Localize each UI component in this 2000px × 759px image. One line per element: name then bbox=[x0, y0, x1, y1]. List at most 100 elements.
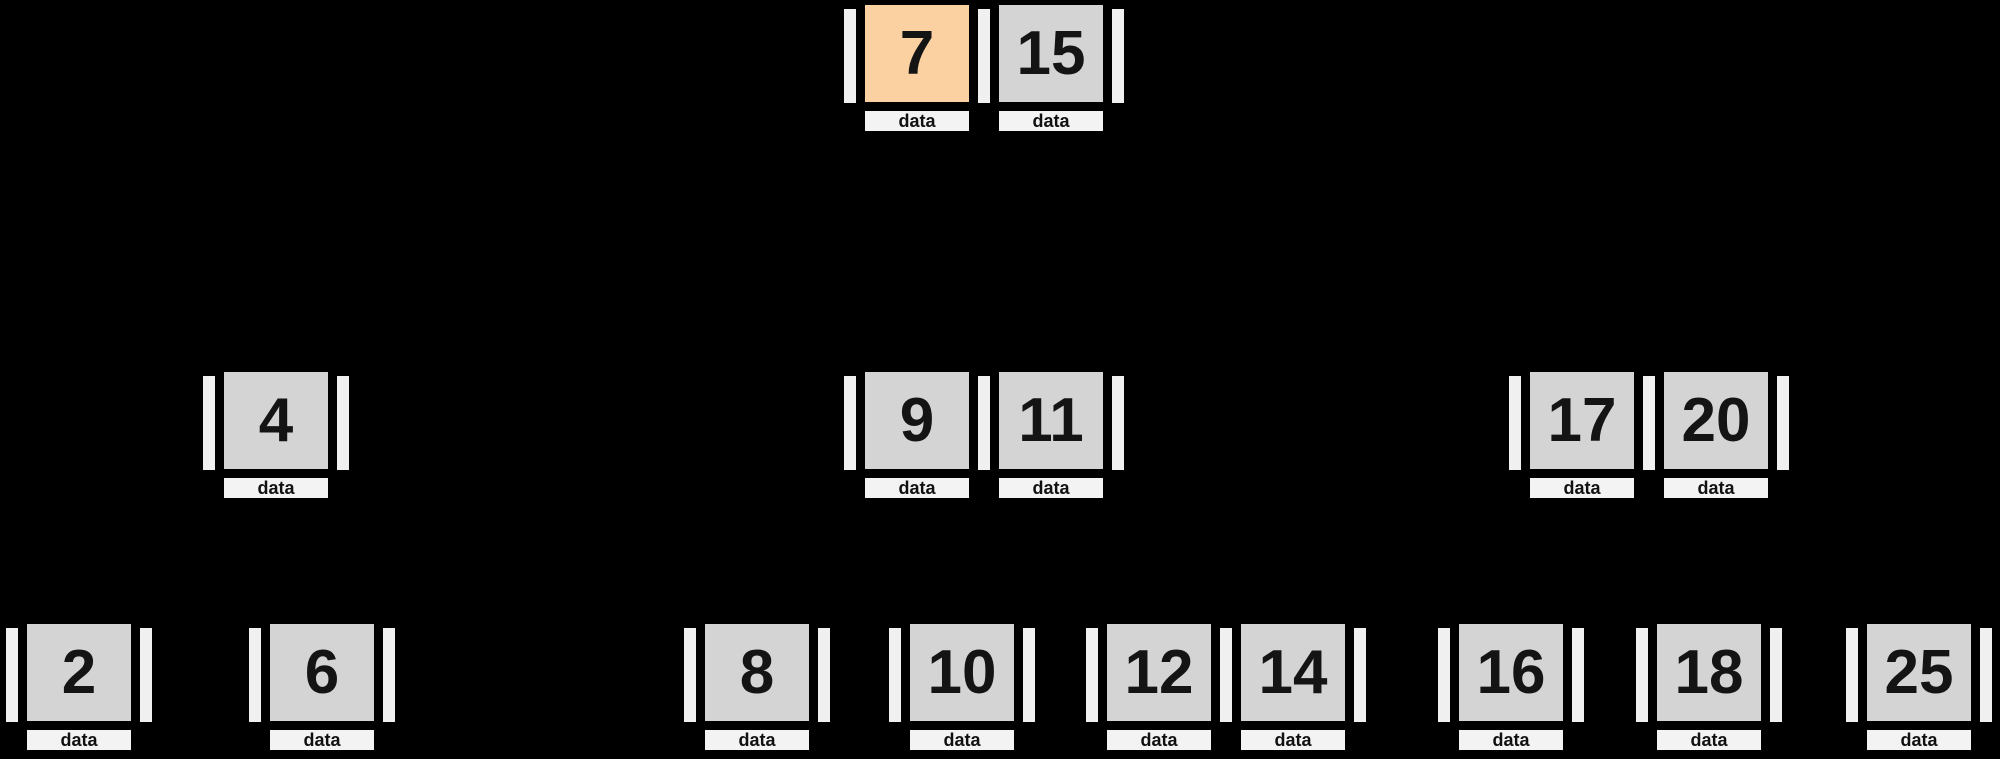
data-pointer-label: data bbox=[1662, 476, 1770, 500]
child-pointer-slot bbox=[843, 8, 857, 104]
data-pointer-label: data bbox=[908, 728, 1016, 752]
key-row: 7 15 bbox=[843, 3, 1125, 104]
spacer bbox=[1845, 728, 1859, 729]
spacer bbox=[1353, 728, 1367, 729]
child-pointer-slot bbox=[1776, 375, 1790, 471]
data-pointer-label: data bbox=[1655, 728, 1763, 752]
child-pointer-slot bbox=[1845, 627, 1859, 723]
child-pointer-slot bbox=[1022, 627, 1036, 723]
data-pointer-label: data bbox=[1239, 728, 1347, 752]
key-row: 12 14 bbox=[1085, 622, 1367, 723]
spacer bbox=[843, 109, 857, 110]
key-cell-18: 18 bbox=[1655, 622, 1763, 723]
data-row: data bbox=[683, 728, 831, 752]
btree-node-18: 18 data bbox=[1635, 622, 1783, 752]
spacer bbox=[1022, 728, 1036, 729]
btree-node-6: 6 data bbox=[248, 622, 396, 752]
key-cell-20: 20 bbox=[1662, 370, 1770, 471]
child-pointer-slot bbox=[1111, 375, 1125, 471]
spacer bbox=[1769, 728, 1783, 729]
data-pointer-label: data bbox=[997, 109, 1105, 133]
child-pointer-slot bbox=[1571, 627, 1585, 723]
child-pointer-slot bbox=[1085, 627, 1099, 723]
child-pointer-slot bbox=[382, 627, 396, 723]
spacer bbox=[977, 109, 991, 110]
key-row: 16 bbox=[1437, 622, 1585, 723]
key-row: 25 bbox=[1845, 622, 1993, 723]
child-pointer-slot bbox=[843, 375, 857, 471]
spacer bbox=[1437, 728, 1451, 729]
btree-node-8: 8 data bbox=[683, 622, 831, 752]
key-row: 9 11 bbox=[843, 370, 1125, 471]
child-pointer-slot bbox=[977, 375, 991, 471]
child-pointer-slot bbox=[1635, 627, 1649, 723]
spacer bbox=[977, 476, 991, 477]
data-pointer-label: data bbox=[268, 728, 376, 752]
child-pointer-slot bbox=[1769, 627, 1783, 723]
child-pointer-slot bbox=[202, 375, 216, 471]
spacer bbox=[382, 728, 396, 729]
key-cell-25: 25 bbox=[1865, 622, 1973, 723]
spacer bbox=[683, 728, 697, 729]
key-row: 2 bbox=[5, 622, 153, 723]
child-pointer-slot bbox=[977, 8, 991, 104]
key-cell-9: 9 bbox=[863, 370, 971, 471]
btree-node-10: 10 data bbox=[888, 622, 1036, 752]
key-row: 4 bbox=[202, 370, 350, 471]
spacer bbox=[248, 728, 262, 729]
key-row: 8 bbox=[683, 622, 831, 723]
data-pointer-label: data bbox=[703, 728, 811, 752]
key-cell-7: 7 bbox=[863, 3, 971, 104]
spacer bbox=[1776, 476, 1790, 477]
key-cell-10: 10 bbox=[908, 622, 1016, 723]
key-cell-12: 12 bbox=[1105, 622, 1213, 723]
child-pointer-slot bbox=[139, 627, 153, 723]
spacer bbox=[1979, 728, 1993, 729]
key-cell-14: 14 bbox=[1239, 622, 1347, 723]
data-row: data bbox=[888, 728, 1036, 752]
key-cell-15: 15 bbox=[997, 3, 1105, 104]
key-cell-8: 8 bbox=[703, 622, 811, 723]
data-pointer-label: data bbox=[1457, 728, 1565, 752]
spacer bbox=[843, 476, 857, 477]
child-pointer-slot bbox=[248, 627, 262, 723]
btree-node-12-14: 12 14 data data bbox=[1085, 622, 1367, 752]
btree-node-16: 16 data bbox=[1437, 622, 1585, 752]
key-cell-2: 2 bbox=[25, 622, 133, 723]
spacer bbox=[817, 728, 831, 729]
child-pointer-slot bbox=[1353, 627, 1367, 723]
child-pointer-slot bbox=[683, 627, 697, 723]
key-cell-6: 6 bbox=[268, 622, 376, 723]
spacer bbox=[202, 476, 216, 477]
child-pointer-slot bbox=[336, 375, 350, 471]
spacer bbox=[5, 728, 19, 729]
btree-node-2: 2 data bbox=[5, 622, 153, 752]
child-pointer-slot bbox=[5, 627, 19, 723]
spacer bbox=[1085, 728, 1099, 729]
data-pointer-label: data bbox=[25, 728, 133, 752]
spacer bbox=[336, 476, 350, 477]
key-cell-4: 4 bbox=[222, 370, 330, 471]
key-row: 6 bbox=[248, 622, 396, 723]
spacer bbox=[139, 728, 153, 729]
data-row: data data bbox=[1085, 728, 1367, 752]
key-row: 18 bbox=[1635, 622, 1783, 723]
key-cell-11: 11 bbox=[997, 370, 1105, 471]
data-row: data bbox=[1437, 728, 1585, 752]
key-cell-16: 16 bbox=[1457, 622, 1565, 723]
child-pointer-slot bbox=[1642, 375, 1656, 471]
child-pointer-slot bbox=[1219, 627, 1233, 723]
spacer bbox=[888, 728, 902, 729]
child-pointer-slot bbox=[888, 627, 902, 723]
data-pointer-label: data bbox=[1105, 728, 1213, 752]
key-row: 10 bbox=[888, 622, 1036, 723]
spacer bbox=[1571, 728, 1585, 729]
spacer bbox=[1219, 728, 1233, 729]
